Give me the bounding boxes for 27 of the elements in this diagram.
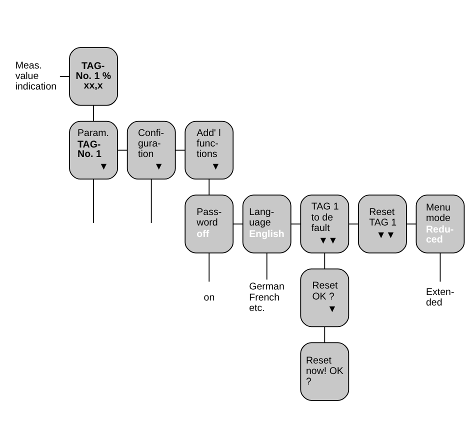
node-box: Reset OK ? ▼ [300,268,350,327]
node-box: Param. TAG- No. 1 ▼ [69,120,118,180]
node-box: TAG 1 to de fault ▼▼ [300,194,350,253]
connector [324,326,326,343]
connector [232,223,244,224]
connector [208,178,210,195]
node-box: Confi- gura- tion ▼ [126,120,176,180]
connector [208,252,210,282]
connector [324,252,326,269]
node-box: TAG- No. 1 % xx,x [69,46,118,106]
node-text: Meas. value indication [15,60,57,92]
node-box: Add' l func- tions ▼ [184,120,234,180]
node-text: German French etc. [249,281,284,314]
connector [175,149,186,150]
connector [93,178,94,223]
connector [348,223,359,224]
connector [440,252,441,282]
node-box: Reset now! OK ? [300,342,350,400]
connector [93,104,94,122]
connector [406,223,416,224]
connector [150,178,152,223]
node-text: on [204,292,215,303]
connector [290,223,301,224]
node-text: Exten- ded [426,286,454,308]
connector [266,252,268,280]
connector [117,149,128,150]
node-box: Reset TAG 1 ▼▼ [358,194,407,253]
